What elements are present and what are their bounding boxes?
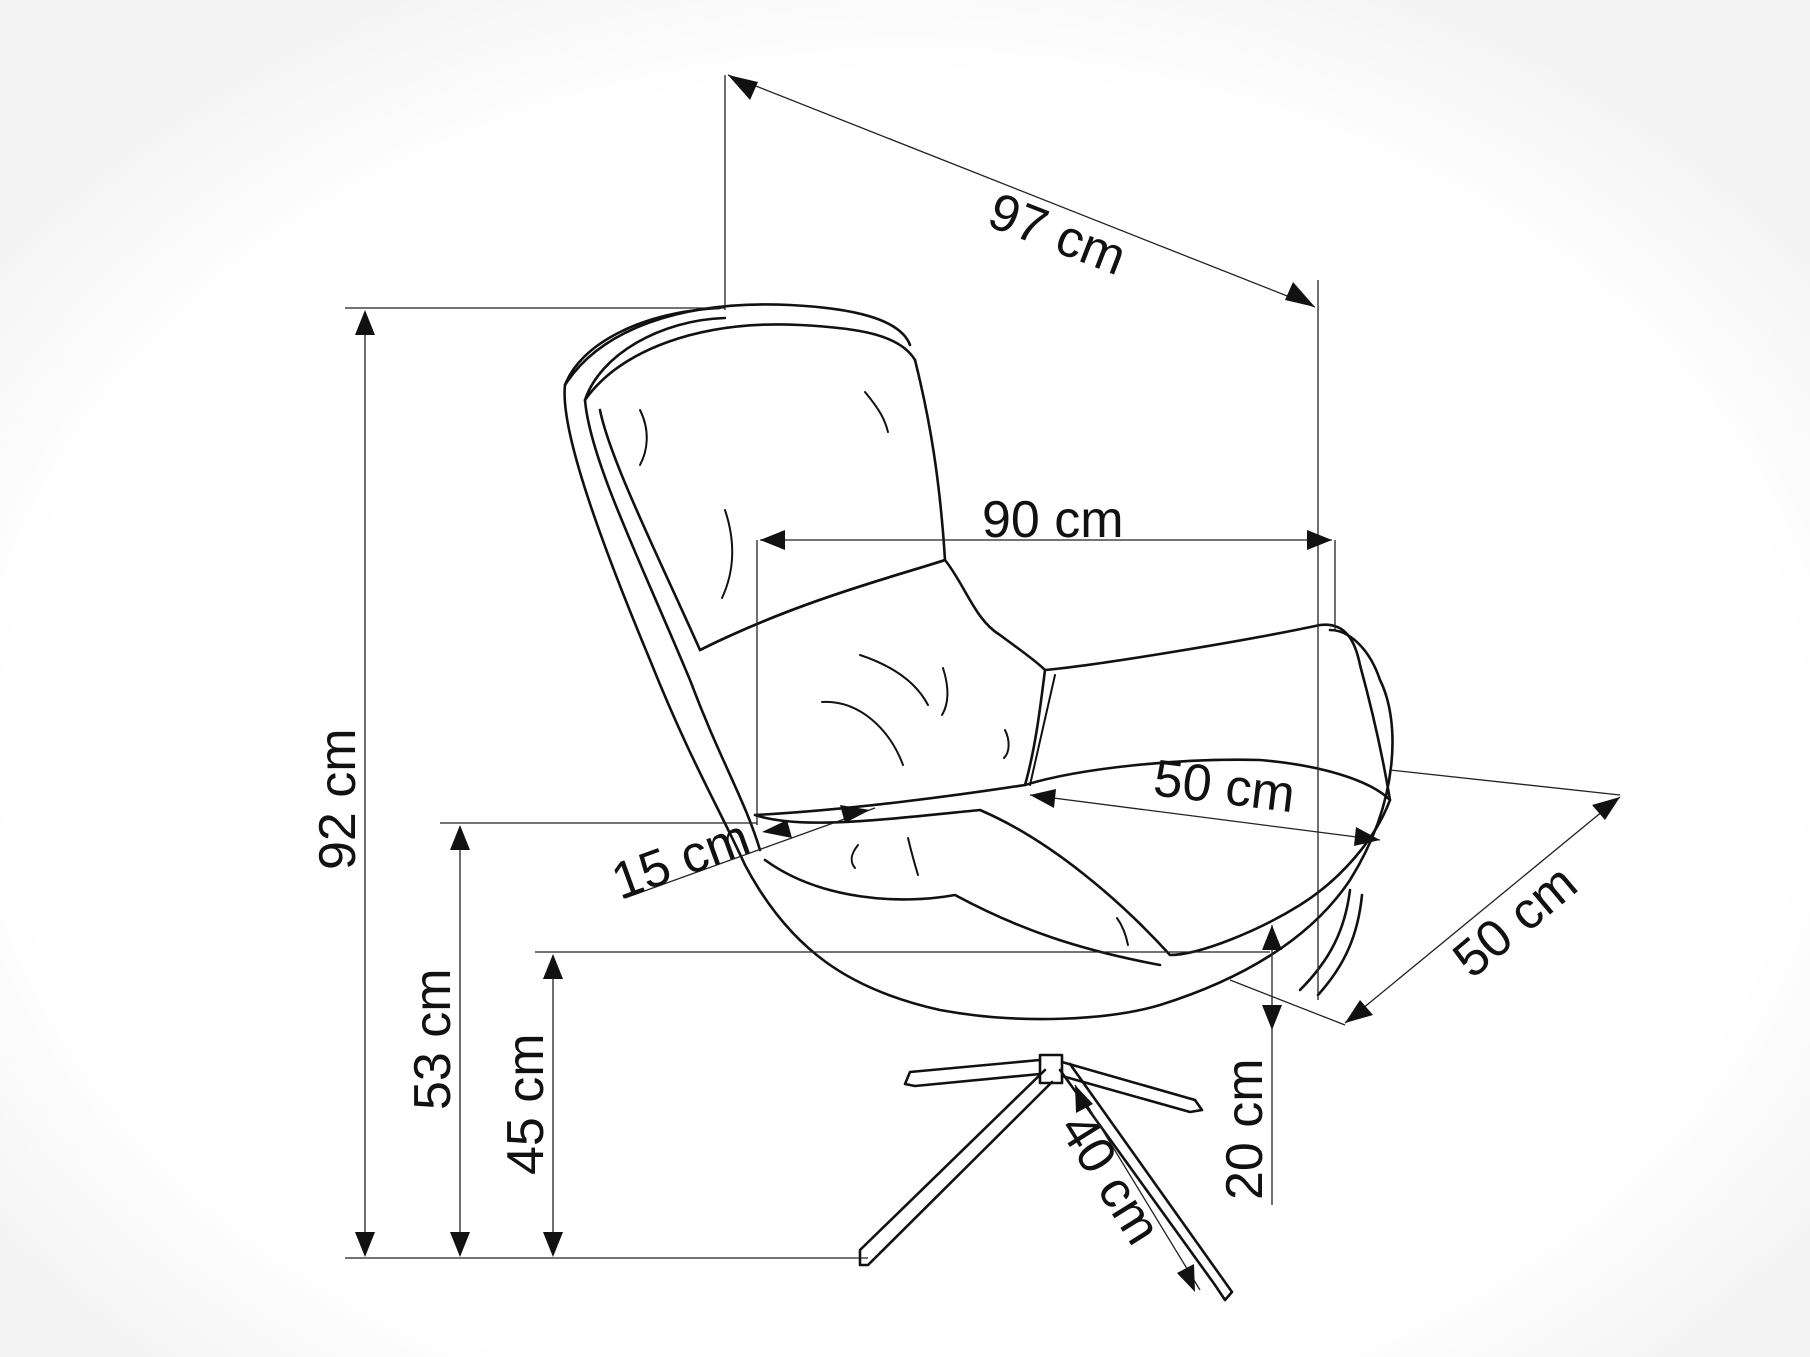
seat-seam: [907, 837, 919, 876]
arrowhead: [450, 1232, 470, 1257]
dimension-lines: [345, 74, 1621, 1292]
lumbar-cushion: [698, 558, 1047, 787]
arrowhead: [355, 310, 375, 335]
arrowhead: [1592, 797, 1620, 820]
dimension-line-50-depth: [1029, 794, 1381, 841]
arrowhead: [728, 75, 758, 100]
arrowhead: [543, 954, 563, 979]
backrest-top-edge: [563, 303, 912, 387]
label-total-height: 92 cm: [309, 728, 367, 870]
seat-cushion: [753, 758, 1392, 957]
lumbar-seam: [941, 667, 949, 716]
armrest-divider: [1029, 674, 1056, 786]
arrowhead: [1177, 1264, 1195, 1292]
base-leg-front-right: [1058, 1062, 1234, 1302]
label-base-height: 20 cm: [1216, 1058, 1274, 1200]
arrowhead: [1354, 827, 1380, 846]
arrowhead: [1345, 1000, 1373, 1023]
arrowhead: [450, 825, 470, 850]
arrowhead: [1030, 789, 1056, 808]
arrowhead: [1285, 282, 1315, 307]
extension-line: [1229, 979, 1346, 1026]
label-width: 90 cm: [982, 491, 1124, 549]
seat-front-edge: [763, 858, 1162, 967]
lumbar-seam: [859, 654, 929, 706]
seat-seam: [1116, 917, 1129, 946]
label-arm-height: 53 cm: [404, 968, 462, 1110]
base-leg-back-left: [903, 1058, 1042, 1088]
arrowhead: [762, 820, 792, 838]
chair-inner-shell: [583, 316, 762, 852]
swivel-base: [858, 1053, 1234, 1302]
dimension-line-15: [624, 807, 876, 899]
backrest-seam: [864, 391, 889, 433]
lumbar-seam: [1003, 729, 1010, 759]
arrowhead: [543, 1232, 563, 1257]
backrest-seam: [721, 509, 734, 599]
seat-seam: [850, 844, 859, 869]
arrowhead: [1075, 1085, 1093, 1113]
dimension-line-40: [1074, 1084, 1201, 1291]
arrowhead: [1307, 530, 1332, 550]
chair-outer-shell: [563, 306, 1394, 1021]
backrest-top-inner: [583, 323, 917, 402]
shell-right-lip-inner: [1316, 893, 1364, 997]
base-leg-front-left: [858, 1068, 1054, 1267]
arrowhead: [355, 1232, 375, 1257]
chair-illustration: [563, 303, 1394, 1302]
lumbar-seam: [821, 700, 904, 766]
base-leg-back-right: [1060, 1060, 1204, 1114]
arrowhead: [760, 530, 785, 550]
arrowhead: [840, 805, 870, 823]
backrest-seam: [639, 409, 648, 466]
label-seat-height: 45 cm: [497, 1033, 555, 1175]
arrowhead: [1262, 925, 1282, 950]
shell-right-lip: [1298, 888, 1352, 992]
extension-line: [1389, 769, 1621, 796]
arrowhead: [1262, 1005, 1282, 1030]
dimension-line-50-width: [1344, 796, 1621, 1024]
dimension-line-97: [727, 74, 1316, 308]
